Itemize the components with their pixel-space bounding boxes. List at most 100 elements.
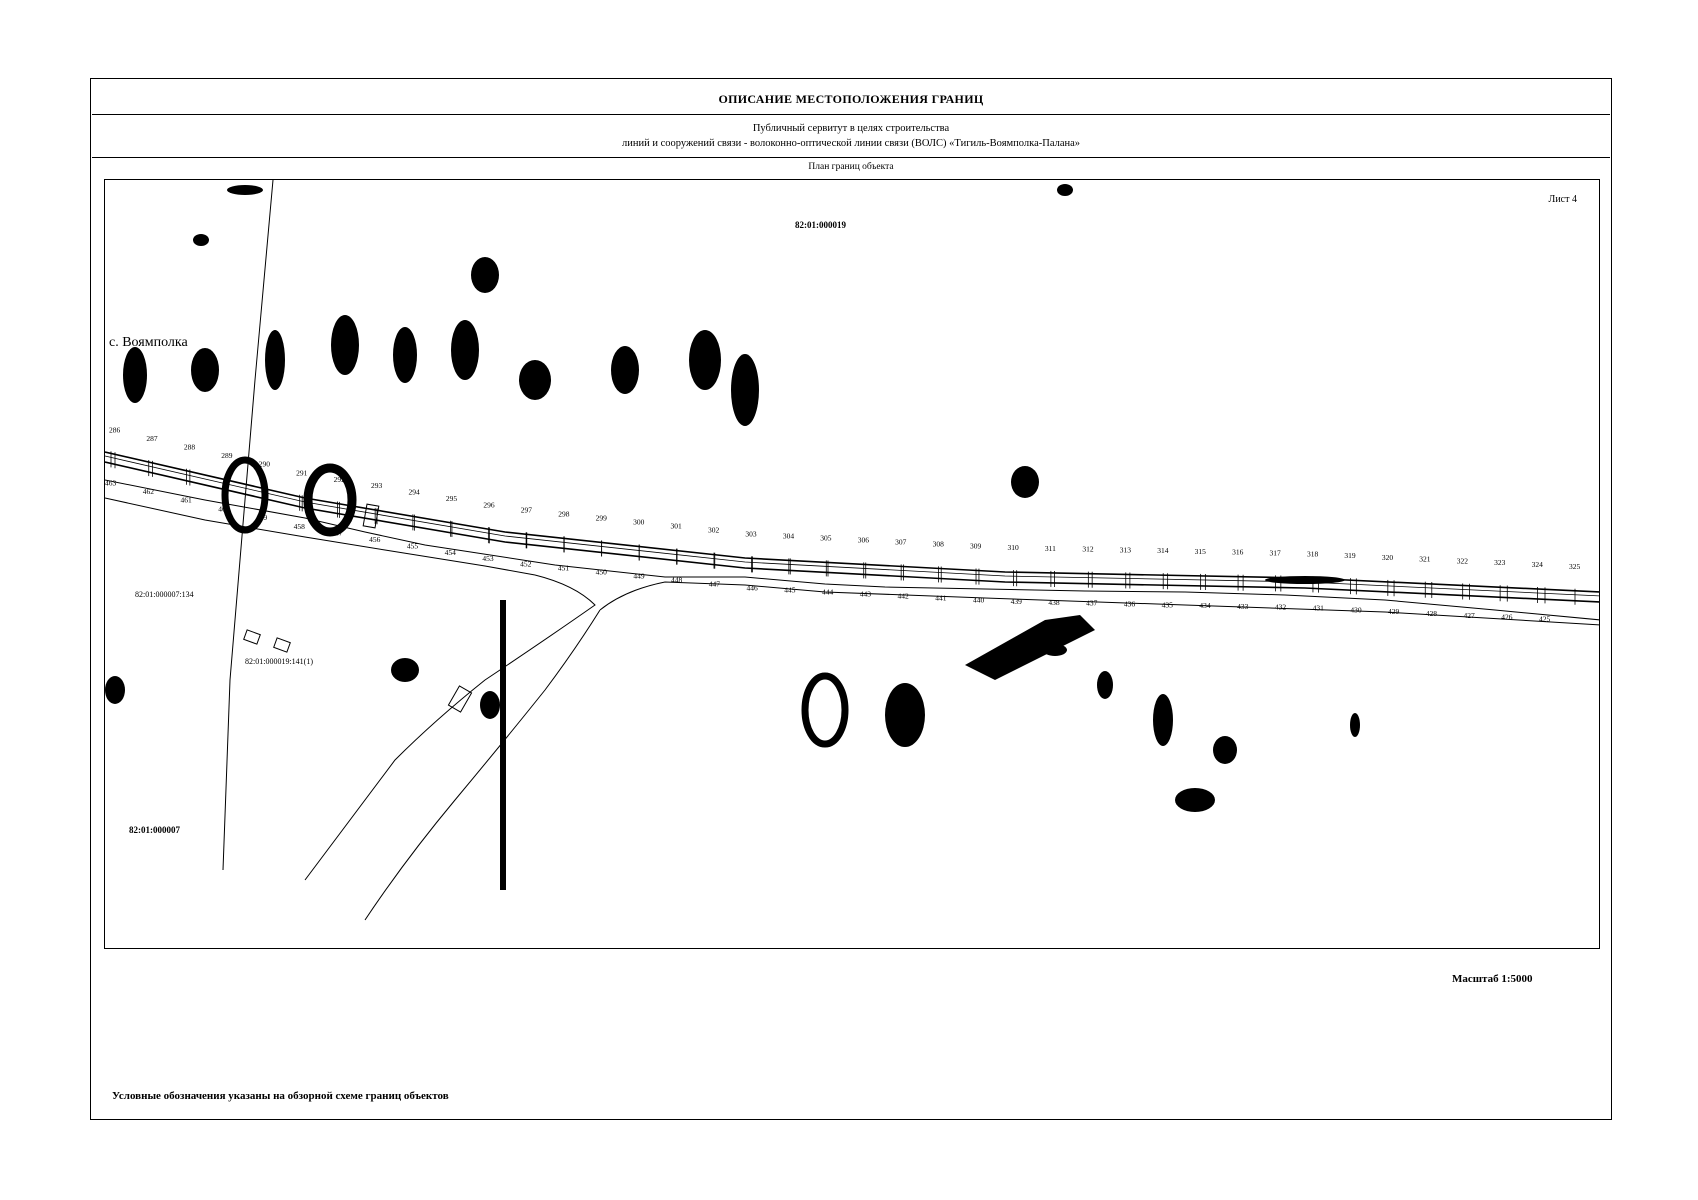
boundary-point-label-upper: 293: [371, 481, 383, 490]
boundary-point-label-lower: 433: [1237, 602, 1249, 611]
boundary-point-label-lower: 439: [1011, 597, 1023, 606]
sheet-number: Лист 4: [1548, 194, 1577, 205]
blotch: [1213, 736, 1237, 764]
boundary-point-label-upper: 311: [1045, 544, 1056, 553]
boundary-point-label-lower: 462: [143, 487, 155, 496]
boundary-point-label-lower: 446: [747, 583, 759, 592]
map-blotches: [105, 184, 1360, 890]
legend-note: Условные обозначения указаны на обзорной…: [112, 1090, 449, 1102]
subtitle-line-2: линий и сооружений связи - волоконно-опт…: [621, 138, 1081, 149]
blotch: [611, 346, 639, 394]
boundary-point-label-lower: 454: [445, 548, 457, 557]
boundary-point-label-upper: 312: [1082, 545, 1094, 554]
boundary-point-label-lower: 435: [1162, 600, 1174, 609]
boundary-point-label-upper: 308: [933, 539, 945, 548]
blotch: [1057, 184, 1073, 196]
boundary-point-label-lower: 459: [256, 513, 268, 522]
blotch: [105, 676, 125, 704]
road-south-edge: [105, 497, 536, 576]
boundary-point-label-lower: 426: [1501, 613, 1513, 622]
boundary-point-label-lower: 447: [709, 580, 721, 589]
blotch: [689, 330, 721, 390]
road-east: [599, 581, 1599, 626]
sheet-frame: [90, 78, 1612, 1120]
blotch: [1265, 576, 1345, 584]
boundary-point-label-lower: 451: [558, 563, 570, 572]
boundary-point-label-upper: 286: [109, 425, 121, 434]
boundary-point-label-lower: 427: [1464, 611, 1476, 620]
boundary-point-label-upper: 322: [1457, 556, 1469, 565]
boundary-point-label-lower: 444: [822, 587, 834, 596]
boundary-point-label-upper: 320: [1382, 553, 1394, 562]
boundary-point-label-lower: 430: [1350, 605, 1362, 614]
blotch: [885, 683, 925, 747]
boundary-point-label-lower: 453: [482, 554, 494, 563]
boundary-point-label-lower: 448: [671, 576, 683, 585]
boundary-point-label-upper: 318: [1307, 549, 1319, 558]
building-outline: [243, 629, 261, 645]
scale-label: Масштаб 1:5000: [1452, 973, 1533, 985]
boundary-point-label-lower: 461: [180, 496, 192, 505]
building-outline: [273, 637, 291, 653]
boundary-point-label-upper: 287: [146, 434, 158, 443]
blotch: [265, 330, 285, 390]
boundary-point-label-lower: 449: [633, 572, 645, 581]
boundary-point-label-lower: 460: [218, 504, 230, 513]
blotch: [227, 185, 263, 195]
blotch: [965, 615, 1095, 680]
boundary-point-label-upper: 299: [596, 513, 608, 522]
blotch: [731, 354, 759, 426]
blotch: [471, 257, 499, 293]
boundary-point-label-upper: 306: [858, 535, 870, 544]
cadastral-block-north: 82:01:000019: [795, 220, 846, 230]
boundary-point-label-upper: 297: [521, 505, 533, 514]
boundary-point-label-upper: 324: [1532, 560, 1544, 569]
boundary-point-label-upper: 321: [1419, 555, 1431, 564]
boundary-point-label-upper: 301: [671, 522, 683, 531]
blotch: [451, 320, 479, 380]
boundary-point-label-lower: 443: [860, 590, 872, 599]
boundary-point-label-upper: 319: [1344, 551, 1356, 560]
boundary-point-label-upper: 295: [446, 494, 458, 503]
boundary-point-label-upper: 323: [1494, 558, 1506, 567]
boundary-point-label-lower: 442: [897, 592, 909, 601]
blotch: [1175, 788, 1215, 812]
boundary-point-label-upper: 300: [633, 518, 645, 527]
road-north-edge: [105, 479, 1599, 621]
boundary-point-label-lower: 450: [596, 567, 608, 576]
boundary-point-label-upper: 315: [1195, 547, 1207, 556]
boundary-point-label-upper: 307: [895, 537, 907, 546]
boundary-point-label-lower: 456: [369, 535, 381, 544]
boundary-point-label-upper: 288: [184, 443, 196, 452]
building-outline: [447, 685, 473, 713]
boundary-point-label-lower: 431: [1313, 604, 1325, 613]
boundary-point-label-lower: 438: [1048, 598, 1060, 607]
subtitle-divider: [92, 157, 1610, 158]
blotch: [123, 347, 147, 403]
blotch: [480, 691, 500, 719]
boundary-point-label-lower: 457: [331, 529, 343, 538]
blotch: [1097, 671, 1113, 699]
road-branch-west: [304, 574, 596, 881]
boundary-point-label-upper: 291: [296, 468, 308, 477]
boundary-point-label-upper: 325: [1569, 562, 1581, 571]
blotch: [393, 327, 417, 383]
boundary-point-label-upper: 290: [259, 460, 271, 469]
blotch-vertical-line: [500, 600, 506, 890]
boundary-point-label-lower: 445: [784, 585, 796, 594]
boundary-point-label-lower: 458: [294, 522, 306, 531]
blotch-ring: [303, 463, 357, 537]
blotch: [1153, 694, 1173, 746]
boundary-point-label-upper: 309: [970, 541, 982, 550]
boundary-point-label-upper: 310: [1007, 543, 1019, 552]
boundary-point-label-upper: 296: [483, 500, 495, 509]
boundary-point-label-upper: 313: [1120, 545, 1132, 554]
boundary-point-label-upper: 289: [221, 451, 233, 460]
settlement-name: с. Воямполка: [109, 335, 188, 350]
blotch: [193, 234, 209, 246]
parcel-label-west: 82:01:000007:134: [135, 590, 194, 599]
boundary-point-label-upper: 314: [1157, 546, 1169, 555]
